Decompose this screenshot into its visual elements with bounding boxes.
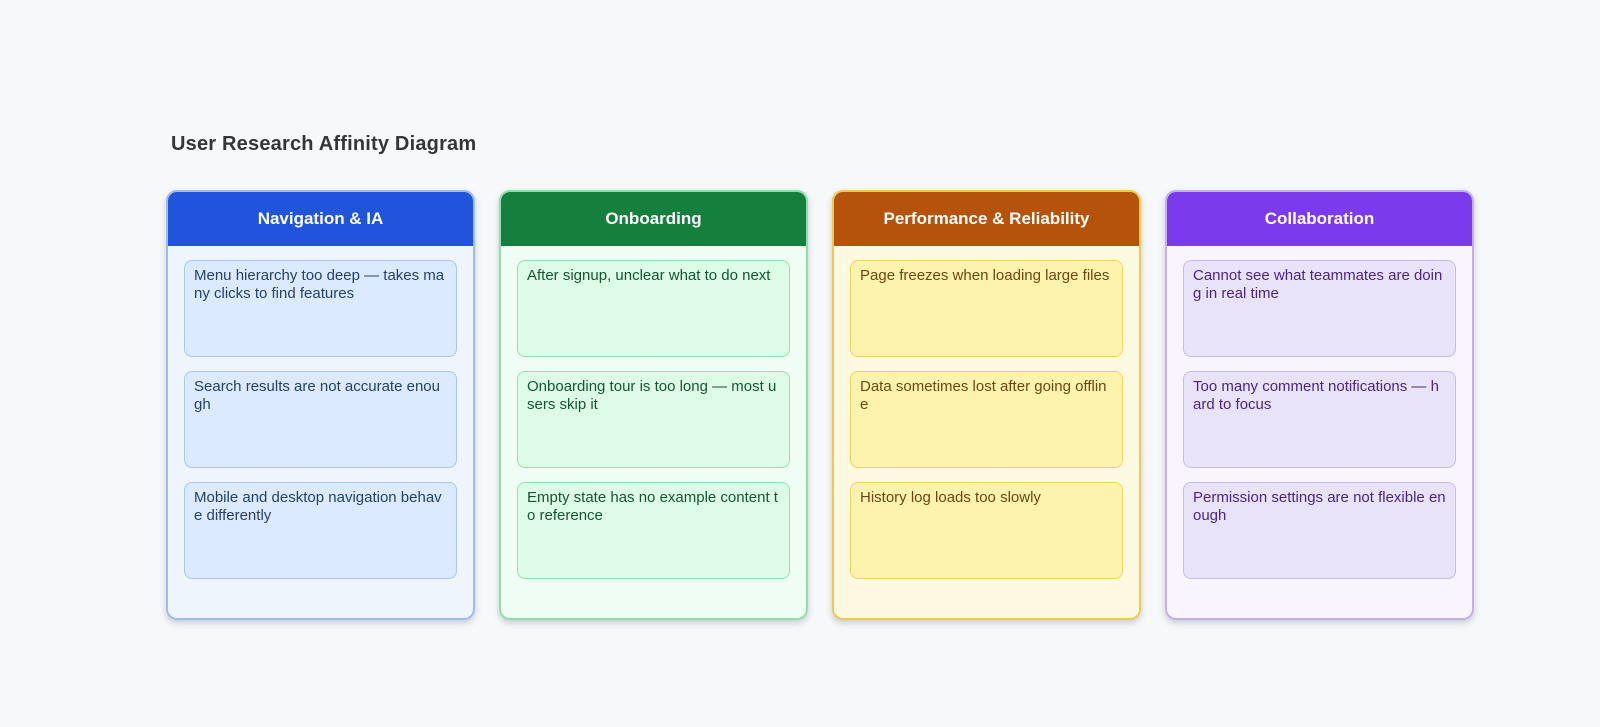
column-header: Navigation & IA bbox=[168, 192, 473, 246]
sticky-note[interactable]: Empty state has no example content to re… bbox=[517, 482, 790, 579]
sticky-note[interactable]: Data sometimes lost after going offline bbox=[850, 371, 1123, 468]
sticky-note[interactable]: History log loads too slowly bbox=[850, 482, 1123, 579]
column-header: Performance & Reliability bbox=[834, 192, 1139, 246]
column-header: Collaboration bbox=[1167, 192, 1472, 246]
column-notes: Cannot see what teammates are doing in r… bbox=[1167, 246, 1472, 618]
affinity-board: Navigation & IA Menu hierarchy too deep … bbox=[166, 190, 1474, 620]
sticky-note[interactable]: Menu hierarchy too deep — takes many cli… bbox=[184, 260, 457, 357]
column-notes: Page freezes when loading large files Da… bbox=[834, 246, 1139, 618]
column-navigation-ia: Navigation & IA Menu hierarchy too deep … bbox=[166, 190, 475, 620]
sticky-note[interactable]: After signup, unclear what to do next bbox=[517, 260, 790, 357]
sticky-note[interactable]: Search results are not accurate enough bbox=[184, 371, 457, 468]
page-title: User Research Affinity Diagram bbox=[171, 133, 477, 155]
column-collaboration: Collaboration Cannot see what teammates … bbox=[1165, 190, 1474, 620]
column-notes: After signup, unclear what to do next On… bbox=[501, 246, 806, 618]
sticky-note[interactable]: Too many comment notifications — hard to… bbox=[1183, 371, 1456, 468]
sticky-note[interactable]: Permission settings are not flexible eno… bbox=[1183, 482, 1456, 579]
column-notes: Menu hierarchy too deep — takes many cli… bbox=[168, 246, 473, 618]
column-onboarding: Onboarding After signup, unclear what to… bbox=[499, 190, 808, 620]
column-performance-reliability: Performance & Reliability Page freezes w… bbox=[832, 190, 1141, 620]
sticky-note[interactable]: Mobile and desktop navigation behave dif… bbox=[184, 482, 457, 579]
column-header: Onboarding bbox=[501, 192, 806, 246]
sticky-note[interactable]: Page freezes when loading large files bbox=[850, 260, 1123, 357]
sticky-note[interactable]: Onboarding tour is too long — most users… bbox=[517, 371, 790, 468]
sticky-note[interactable]: Cannot see what teammates are doing in r… bbox=[1183, 260, 1456, 357]
